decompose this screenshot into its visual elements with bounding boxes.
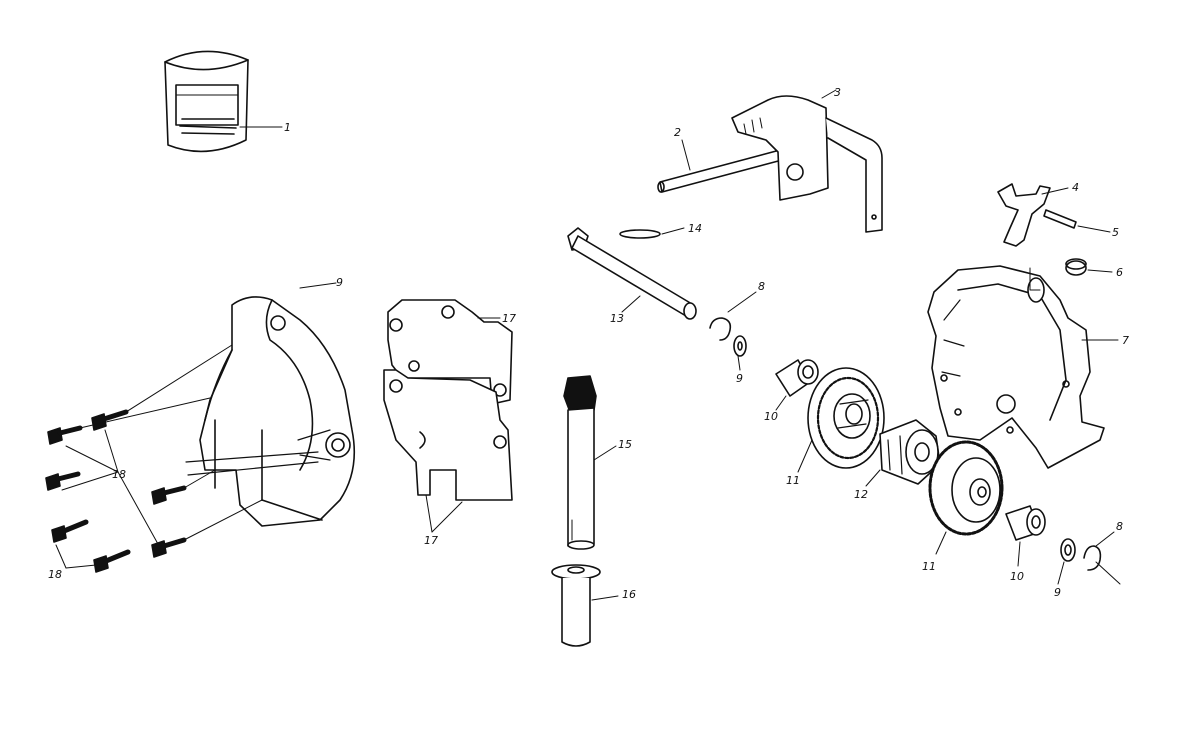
callout-17-lower: 17 xyxy=(424,534,438,547)
bolt xyxy=(151,537,187,558)
part-4-shift-fork xyxy=(997,183,1069,247)
part-9-washer-center xyxy=(733,335,747,371)
callout-10-center: 10 xyxy=(764,410,778,423)
part-8-retaining-ring-right xyxy=(1083,531,1121,585)
bolt xyxy=(151,485,187,505)
callout-14: 14 xyxy=(688,222,702,235)
callout-15: 15 xyxy=(618,438,632,451)
callout-10-right: 10 xyxy=(1010,570,1024,583)
part-11-bevel-gear xyxy=(797,367,885,473)
part-15-pinion-shaft xyxy=(563,375,617,550)
callout-9-center: 9 xyxy=(736,372,743,385)
bolt xyxy=(45,471,81,491)
part-2-shift-rod xyxy=(657,139,783,193)
part-10-bushing-center xyxy=(775,359,819,411)
part-16-sleeve xyxy=(551,564,619,647)
callout-5: 5 xyxy=(1112,226,1119,239)
part-7-right-housing xyxy=(927,265,1119,469)
callout-17-upper: 17 xyxy=(502,312,516,325)
part-10-bushing-right xyxy=(1005,505,1046,567)
callout-9-right: 9 xyxy=(1054,586,1061,599)
part-14-snap-ring xyxy=(619,227,685,239)
callout-7: 7 xyxy=(1122,334,1129,347)
callout-6: 6 xyxy=(1116,266,1123,279)
callout-16: 16 xyxy=(622,588,636,601)
part-9-gear-housing xyxy=(185,282,356,527)
callout-1: 1 xyxy=(284,121,291,134)
callout-11-bevel: 11 xyxy=(786,474,800,487)
callout-labels: 1 2 3 4 5 6 7 8 8 9 9 9 10 10 11 11 12 1… xyxy=(48,86,1129,601)
callout-4: 4 xyxy=(1072,181,1079,194)
callout-13: 13 xyxy=(610,312,624,325)
callout-8-right: 8 xyxy=(1116,520,1123,533)
callout-8-center: 8 xyxy=(758,280,765,293)
part-3-shift-bracket xyxy=(731,89,883,233)
callout-2: 2 xyxy=(674,126,681,139)
bolt xyxy=(47,425,83,445)
callout-18-lower: 18 xyxy=(48,568,62,581)
bolt xyxy=(51,519,89,543)
part-11-spur-gear xyxy=(928,440,1004,555)
callout-11-spur: 11 xyxy=(922,560,936,573)
part-12-clutch-coupling xyxy=(865,419,941,487)
callout-3: 3 xyxy=(834,86,841,99)
part-13-shaft xyxy=(567,227,697,320)
part-5-fork-pin xyxy=(1043,209,1111,233)
part-9-washer-right xyxy=(1057,538,1076,585)
part-6-knob xyxy=(1065,258,1113,276)
part-1-oil-filter xyxy=(164,50,283,153)
part-18-bolts xyxy=(45,344,263,573)
callout-18-upper: 18 xyxy=(112,468,126,481)
callout-9-housing: 9 xyxy=(336,276,343,289)
part-17-gasket-lower xyxy=(383,369,513,533)
part-8-retaining-ring-center xyxy=(709,291,757,341)
callout-12: 12 xyxy=(854,488,868,501)
bolt xyxy=(93,549,131,573)
bolt xyxy=(91,409,129,431)
